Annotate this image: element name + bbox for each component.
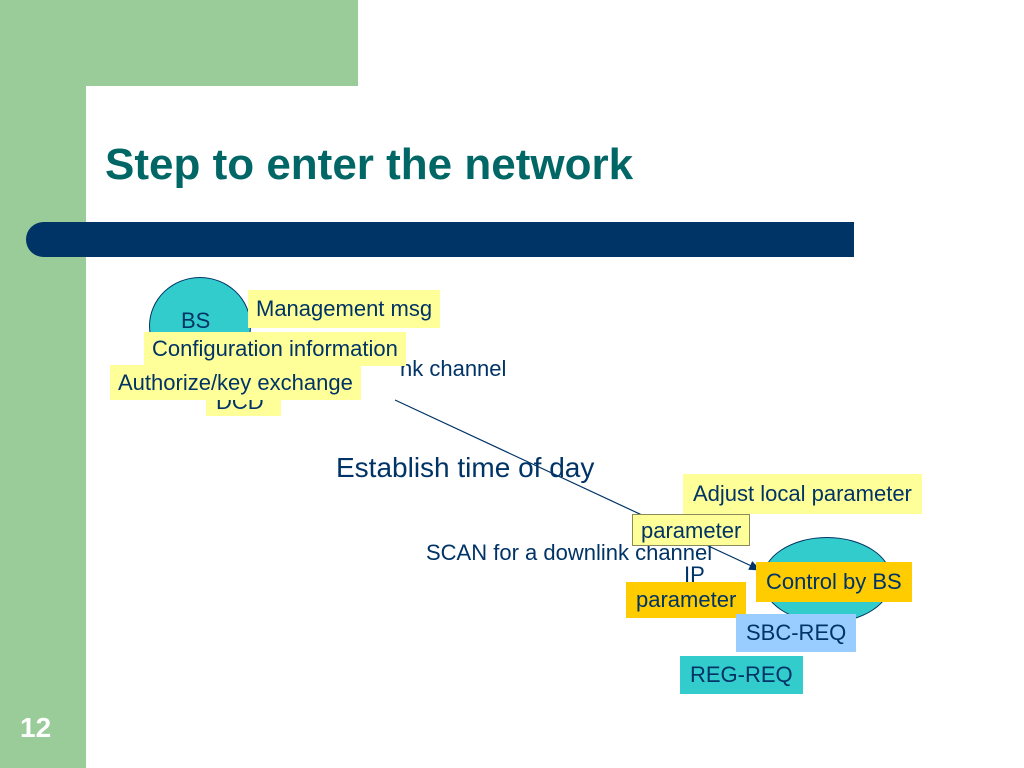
authorize-key-exchange-callout: Authorize/key exchange: [110, 365, 361, 400]
parameter-callout: parameter: [632, 514, 751, 546]
title-underline-bar: [26, 222, 854, 257]
adjust-local-parameter-callout: Adjust local parameter: [683, 474, 922, 514]
reg-req-callout: REG-REQ: [680, 656, 803, 694]
left-green-band: [0, 0, 86, 768]
establish-time-label: Establish time of day: [336, 452, 595, 483]
management-msg-callout: Management msg: [248, 290, 441, 328]
slide-content-area: [86, 86, 1024, 768]
control-by-bs-callout: Control by BS: [756, 562, 912, 602]
top-green-band: [0, 0, 358, 86]
configuration-information-callout: Configuration information: [144, 332, 406, 366]
sbc-req-callout: SBC-REQ: [736, 614, 857, 652]
ss-ip-label: IP: [684, 562, 705, 587]
bs-node-label: BS: [181, 308, 211, 333]
ip-parameter-callout: parameter: [626, 582, 747, 618]
page-number: 12: [20, 712, 52, 743]
slide-title: Step to enter the network: [105, 140, 634, 189]
downlink-channel-label: nk channel: [400, 356, 507, 381]
